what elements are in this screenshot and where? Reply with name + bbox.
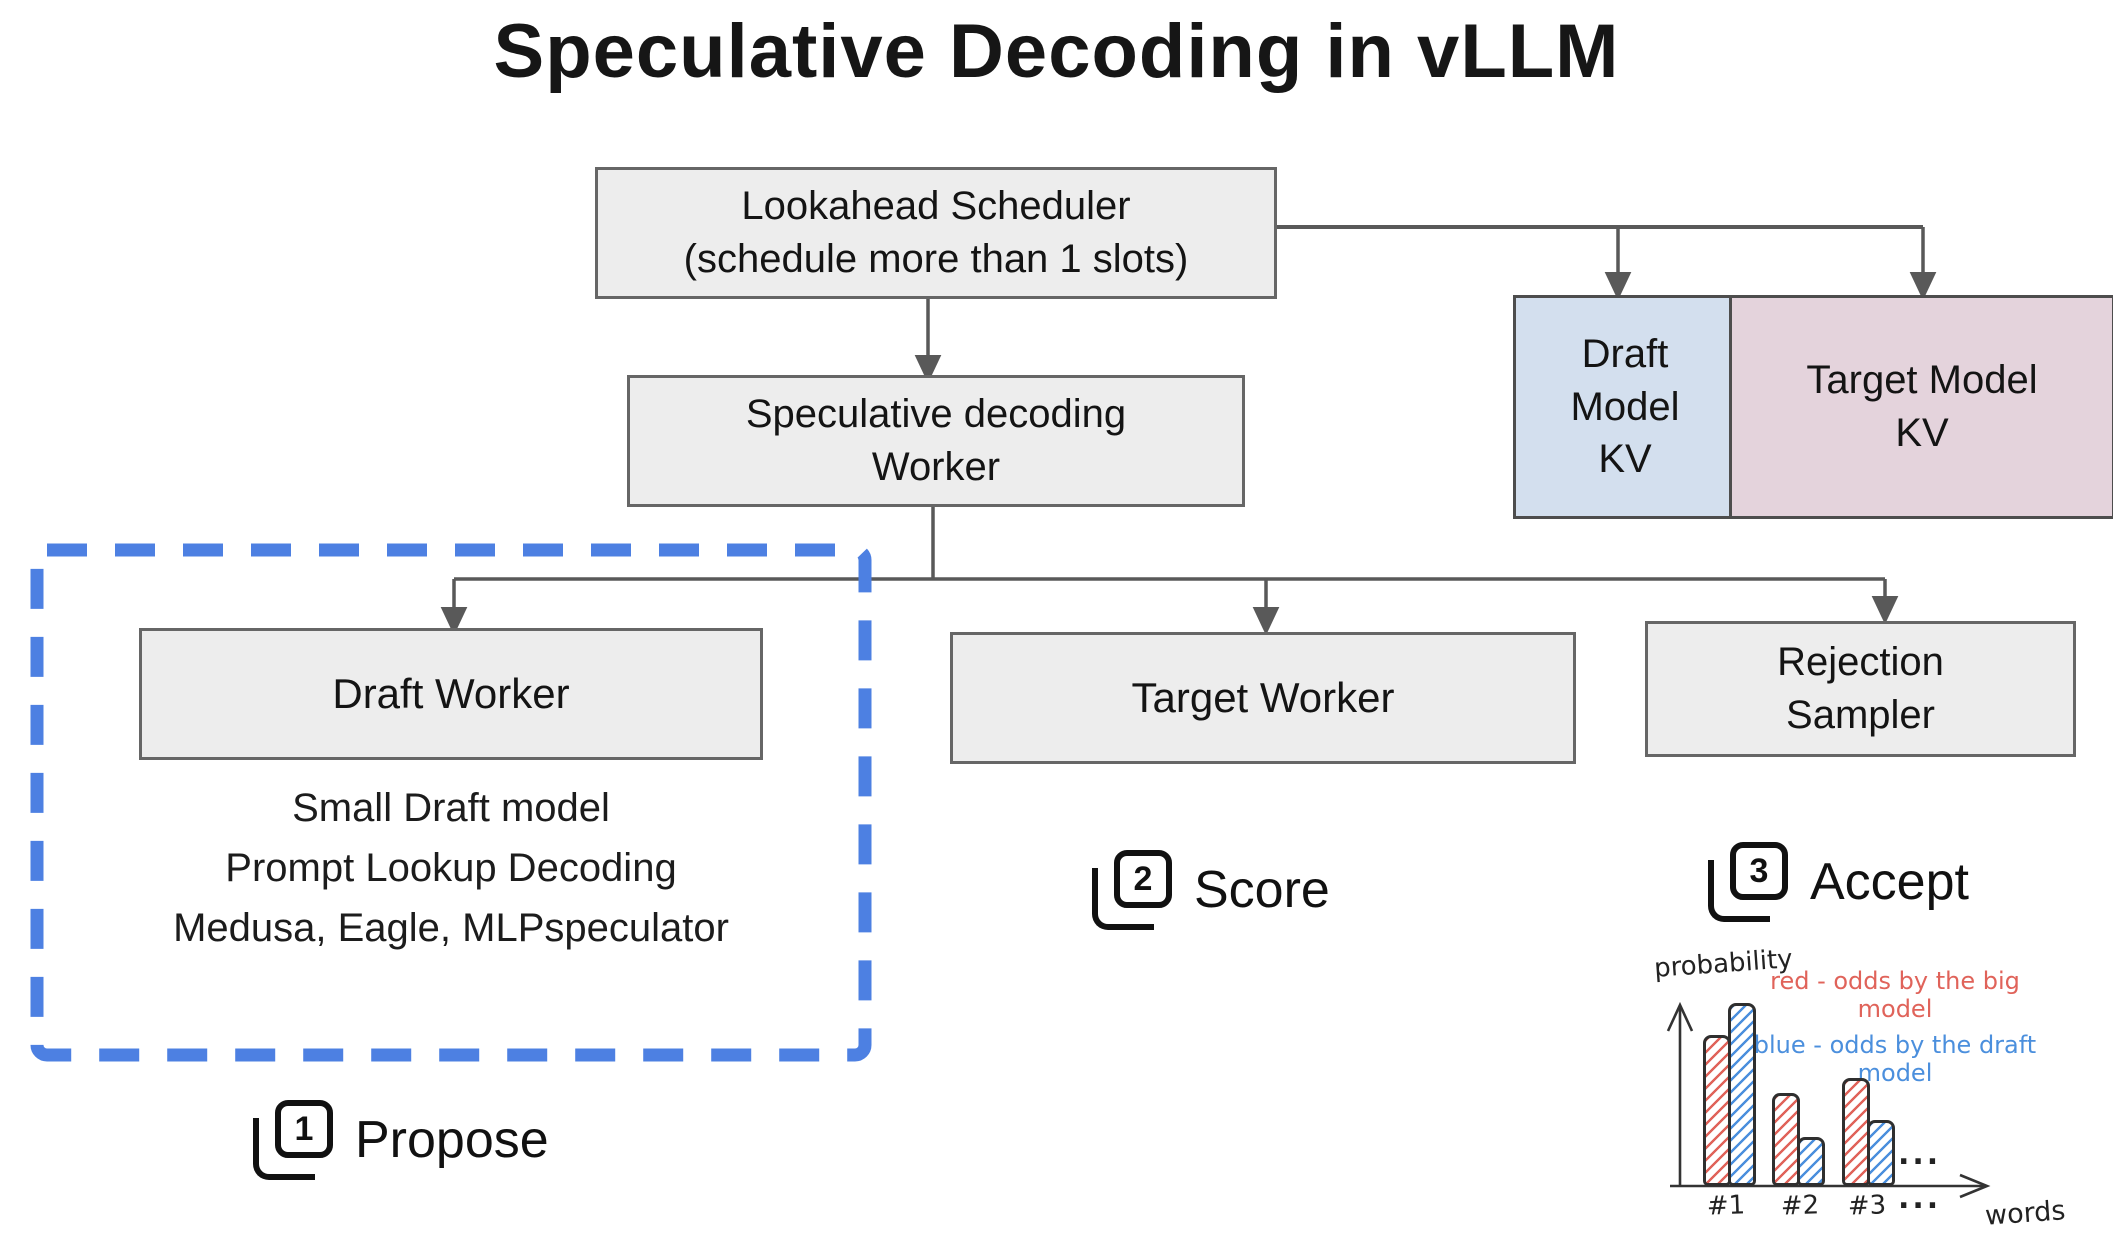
stacked-square-back-layer bbox=[253, 1118, 315, 1180]
ellipsis-below-axis: ... bbox=[1898, 1181, 1942, 1216]
draft-worker-box: Draft Worker bbox=[139, 628, 763, 760]
draft-worker-label: Draft Worker bbox=[332, 670, 570, 718]
step-score-label: Score bbox=[1194, 861, 1330, 919]
stacked-square-number: 2 bbox=[1114, 850, 1172, 908]
spec-worker-line-1: Speculative decoding bbox=[745, 392, 1127, 437]
stacked-square-number: 1 bbox=[275, 1100, 333, 1158]
x-tick-2: #2 bbox=[1780, 1190, 1820, 1222]
draft-kv-line-2: Model bbox=[1570, 384, 1680, 429]
stacked-square-2-icon: 2 bbox=[1092, 850, 1172, 930]
target-kv-line-2: KV bbox=[1895, 411, 1949, 455]
draft-methods-list: Small Draft model Prompt Lookup Decoding… bbox=[40, 778, 862, 958]
chart-bar-blue-3 bbox=[1867, 1120, 1895, 1186]
x-axis-label: words bbox=[1984, 1195, 2067, 1232]
step-accept-label: Accept bbox=[1810, 853, 1969, 911]
x-tick-1: #1 bbox=[1706, 1190, 1746, 1222]
draft-model-kv-box: Draft Model KV bbox=[1513, 295, 1737, 519]
chart-bar-blue-1 bbox=[1728, 1003, 1756, 1186]
page-title: Speculative Decoding in vLLM bbox=[493, 9, 1620, 94]
chart-bar-blue-2 bbox=[1797, 1137, 1825, 1186]
stacked-square-3-icon: 3 bbox=[1708, 842, 1788, 922]
ellipsis-above-axis: ... bbox=[1898, 1137, 1942, 1172]
stacked-square-1-icon: 1 bbox=[253, 1100, 333, 1180]
chart-bars bbox=[1640, 945, 2113, 1247]
chart-bar-red-2 bbox=[1772, 1093, 1800, 1186]
target-model-kv-box: Target Model KV bbox=[1729, 295, 2113, 519]
legend-blue-series: blue - odds by the draft model bbox=[1753, 1031, 2037, 1088]
spec-worker-line-2: Worker bbox=[871, 445, 1001, 489]
step-score: 2 Score bbox=[1092, 850, 1330, 930]
step-accept: 3 Accept bbox=[1708, 842, 1969, 922]
stacked-square-back-layer bbox=[1708, 860, 1770, 922]
propose-dashed-group-box bbox=[30, 543, 872, 1062]
draft-method-item: Prompt Lookup Decoding bbox=[225, 846, 677, 890]
target-worker-label: Target Worker bbox=[1131, 674, 1395, 722]
probability-sketch-chart: probability red - odds by the big model … bbox=[1640, 944, 2113, 1247]
step-propose: 1 Propose bbox=[253, 1100, 549, 1180]
legend-red-series: red - odds by the big model bbox=[1770, 967, 2020, 1024]
draft-method-item: Medusa, Eagle, MLPspeculator bbox=[173, 906, 729, 950]
lookahead-line-2: (schedule more than 1 slots) bbox=[683, 237, 1189, 281]
draft-method-item: Small Draft model bbox=[292, 786, 610, 830]
target-kv-line-1: Target Model bbox=[1806, 358, 2038, 403]
x-tick-3: #3 bbox=[1847, 1190, 1887, 1222]
rejection-sampler-box: Rejection Sampler bbox=[1645, 621, 2076, 757]
y-axis-arrow bbox=[1666, 1001, 1694, 1032]
lookahead-scheduler-box: Lookahead Scheduler (schedule more than … bbox=[595, 167, 1277, 299]
speculative-decoding-worker-box: Speculative decoding Worker bbox=[627, 375, 1245, 507]
rejection-line-2: Sampler bbox=[1786, 693, 1935, 737]
chart-bar-red-1 bbox=[1703, 1035, 1731, 1186]
chart-bar-red-3 bbox=[1842, 1078, 1870, 1186]
x-axis-arrow bbox=[1959, 1173, 1991, 1199]
stacked-square-number: 3 bbox=[1730, 842, 1788, 900]
chart-axes bbox=[1666, 1001, 1991, 1199]
target-worker-box: Target Worker bbox=[950, 632, 1576, 764]
stacked-square-back-layer bbox=[1092, 868, 1154, 930]
rejection-line-1: Rejection bbox=[1777, 640, 1944, 685]
draft-kv-line-1: Draft bbox=[1581, 331, 1669, 376]
lookahead-line-1: Lookahead Scheduler bbox=[741, 184, 1131, 229]
draft-kv-line-3: KV bbox=[1598, 437, 1652, 482]
step-propose-label: Propose bbox=[355, 1111, 549, 1169]
